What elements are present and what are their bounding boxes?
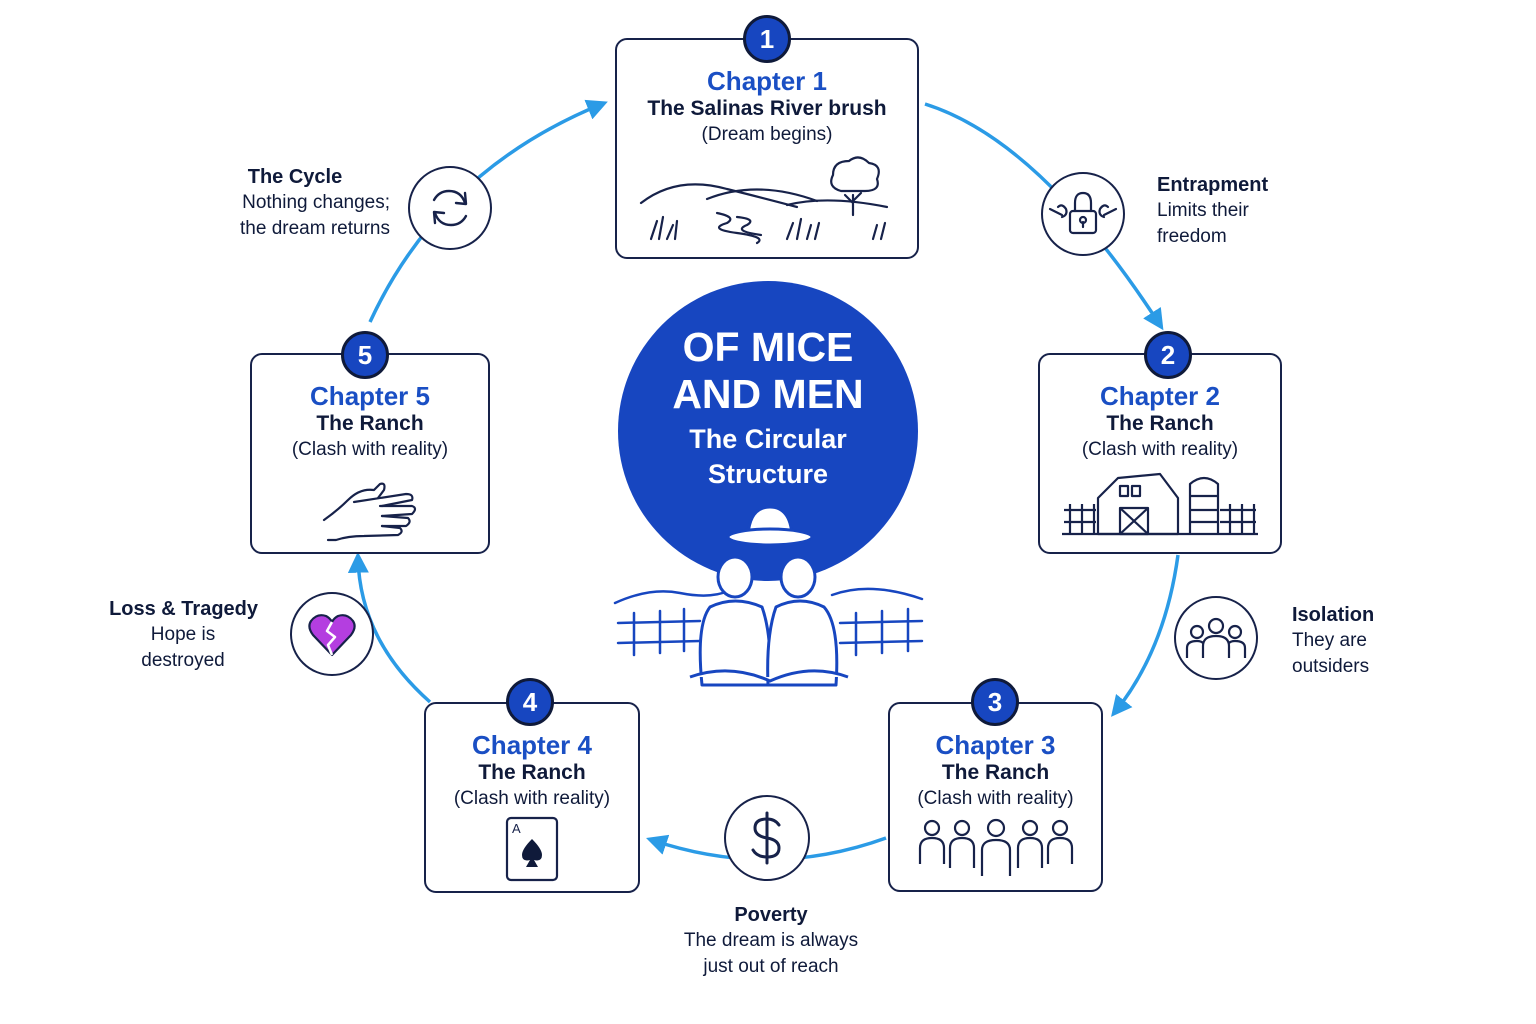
theme-title: Isolation [1292, 604, 1375, 626]
center-title-line1: OF MICE [682, 324, 854, 370]
theme-line: freedom [1157, 226, 1227, 247]
chapter-title: Chapter 3 [935, 730, 1056, 760]
chapter-2-badge: 2 [1144, 331, 1192, 379]
poverty-circle [724, 795, 810, 881]
chapter-3-card: Chapter 3 The Ranch (Clash with reality) [888, 702, 1103, 892]
chapter-4-badge: 4 [506, 678, 554, 726]
poverty-label: Poverty The dream is always just out of … [636, 902, 906, 980]
loss-circle [290, 592, 374, 676]
chapter-note: (Clash with reality) [291, 439, 449, 460]
cycle-label: The Cycle Nothing changes; the dream ret… [200, 164, 390, 242]
center-title: OF MICE AND MEN [618, 324, 918, 418]
padlock-chain-icon [1048, 191, 1118, 235]
theme-line: outsiders [1292, 656, 1370, 677]
entrapment-circle [1041, 172, 1125, 256]
theme-line: Hope is [150, 624, 216, 645]
broken-heart-icon [308, 614, 356, 657]
chapter-5-badge: 5 [341, 331, 389, 379]
chapter-note: (Clash with reality) [917, 788, 1074, 809]
theme-line: Nothing changes; [242, 192, 390, 213]
chapter-5-card: Chapter 5 The Ranch (Clash with reality) [250, 353, 490, 554]
chapter-3-badge: 3 [971, 678, 1019, 726]
theme-title: The Cycle [247, 166, 343, 188]
center-subtitle-line1: The Circular [689, 424, 847, 454]
theme-title: Loss & Tragedy [109, 598, 258, 620]
chapter-note: (Clash with reality) [453, 788, 611, 809]
theme-title: Poverty [734, 904, 808, 926]
chapter-title: Chapter 5 [310, 381, 430, 411]
loss-label: Loss & Tragedy Hope is destroyed [108, 596, 258, 674]
center-subtitle: The Circular Structure [618, 422, 918, 492]
arrow-ch2-to-ch3 [1111, 554, 1180, 717]
theme-line: destroyed [141, 650, 225, 671]
theme-line: just out of reach [703, 956, 839, 977]
chapter-title: Chapter 1 [707, 66, 827, 96]
chapter-title: Chapter 4 [472, 730, 592, 760]
chapter-place: The Ranch [316, 412, 424, 435]
chapter-note: (Clash with reality) [1081, 439, 1239, 460]
theme-line: The dream is always [683, 930, 859, 951]
people-group-icon [1185, 617, 1247, 658]
open-hand-icon [322, 482, 417, 542]
chapter-1-card: Chapter 1 The Salinas River brush (Dream… [615, 38, 919, 259]
theme-line: Limits their [1157, 200, 1249, 221]
isolation-label: Isolation They are outsiders [1292, 602, 1374, 680]
chapter-place: The Salinas River brush [647, 97, 887, 120]
arrow-ch1-to-ch2 [924, 102, 1164, 331]
refresh-cycle-icon [432, 189, 468, 227]
cycle-circle [408, 166, 492, 250]
theme-line: the dream returns [240, 218, 390, 239]
theme-title: Entrapment [1157, 174, 1269, 196]
center-title-line2: AND MEN [672, 371, 864, 417]
group-of-people-icon [918, 818, 1073, 876]
barn-icon [1062, 472, 1258, 536]
arrow-ch4-to-ch5 [347, 551, 432, 704]
theme-line: They are [1292, 630, 1367, 651]
chapter-1-badge: 1 [743, 15, 791, 63]
chapter-note: (Dream begins) [701, 124, 833, 145]
chapter-2-card: Chapter 2 The Ranch (Clash with reality) [1038, 353, 1282, 554]
chapter-place: The Ranch [1106, 412, 1214, 435]
entrapment-label: Entrapment Limits their freedom [1157, 172, 1268, 250]
chapter-place: The Ranch [941, 761, 1050, 784]
chapter-title: Chapter 2 [1100, 381, 1220, 411]
two-men-sitting-icon [613, 505, 924, 687]
center-subtitle-line2: Structure [707, 459, 829, 489]
chapter-4-card: Chapter 4 The Ranch (Clash with reality)… [424, 702, 640, 893]
chapter-place: The Ranch [478, 761, 586, 784]
dollar-icon [751, 811, 781, 865]
river-landscape-icon [639, 156, 889, 245]
svg-text:A: A [512, 821, 521, 836]
isolation-circle [1174, 596, 1258, 680]
ace-of-spades-card-icon: A [505, 816, 559, 882]
